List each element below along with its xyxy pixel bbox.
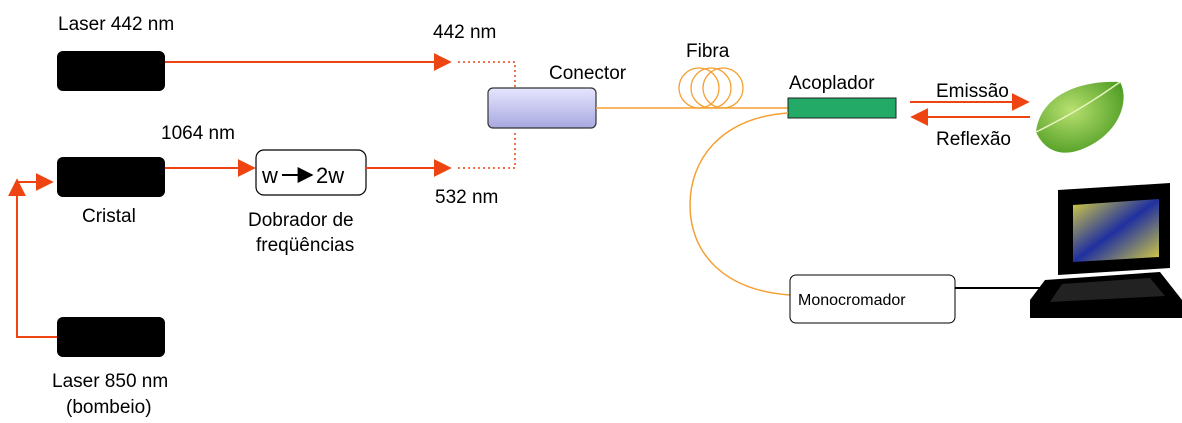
doubler-2w-label: 2w — [316, 163, 344, 188]
monochromator-box — [789, 274, 956, 324]
beam-442-label: 442 nm — [433, 22, 496, 43]
laser-850-label-line2: (bombeio) — [66, 397, 152, 418]
crystal-label: Cristal — [82, 206, 136, 227]
fiber-to-monochromator — [689, 112, 791, 296]
emission-label: Emissão — [936, 81, 1009, 102]
nm1064-label: 1064 nm — [161, 123, 235, 144]
beam-532-dotted — [458, 130, 516, 169]
monochromator-label: Monocromador — [798, 292, 906, 309]
fiber-coil — [678, 67, 744, 109]
leaf-icon — [1035, 81, 1124, 153]
doubler-label-line1: Dobrador de — [248, 210, 354, 231]
fiber-label: Fibra — [686, 41, 730, 62]
crystal-device — [57, 157, 165, 197]
doubler-label-line2: freqüências — [256, 235, 354, 256]
laser-442-device — [57, 51, 165, 91]
coupler-box — [787, 97, 897, 119]
connector-label: Conector — [549, 63, 627, 84]
coupler-label: Acoplador — [789, 73, 875, 94]
beam-532-label: 532 nm — [435, 187, 498, 208]
laptop-icon — [1030, 183, 1182, 318]
doubler-w-label: w — [261, 163, 278, 188]
beam-442-dotted — [458, 61, 516, 90]
laser-850-device — [57, 317, 165, 357]
pump-beam — [16, 173, 57, 338]
connector-box — [487, 87, 597, 129]
reflection-label: Reflexão — [936, 129, 1011, 150]
laser-442-label: Laser 442 nm — [58, 14, 174, 35]
laser-850-label-line1: Laser 850 nm — [52, 371, 168, 392]
